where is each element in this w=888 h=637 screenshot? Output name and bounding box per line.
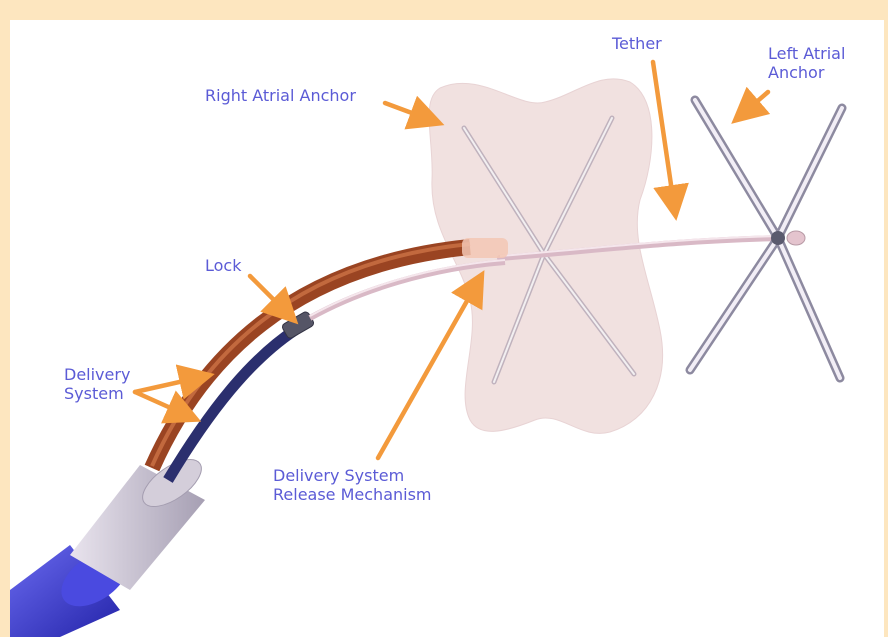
release-mechanism-label: Delivery System Release Mechanism (273, 466, 432, 504)
arrow-tether (653, 62, 675, 212)
left-atrial-anchor-label-line-1: Left Atrial (768, 44, 845, 63)
delivery-system-label-line-1: Delivery (64, 365, 130, 384)
delivery-system-label: Delivery System (64, 365, 130, 403)
lock-label: Lock (205, 256, 241, 275)
release-mechanism-label-line-1: Delivery System (273, 466, 432, 485)
delivery-catheter (10, 450, 209, 637)
arrow-left-atrial-anchor (738, 92, 768, 118)
left-atrial-anchor-label-line-2: Anchor (768, 63, 845, 82)
tether-label: Tether (612, 34, 662, 53)
arrow-right-atrial-anchor (385, 103, 436, 122)
arrow-release-mechanism (378, 278, 480, 458)
right-atrial-anchor-label: Right Atrial Anchor (205, 86, 356, 105)
delivery-system-label-line-2: System (64, 384, 130, 403)
release-mechanism-label-line-2: Release Mechanism (273, 485, 432, 504)
left-atrial-anchor-label: Left Atrial Anchor (768, 44, 845, 82)
